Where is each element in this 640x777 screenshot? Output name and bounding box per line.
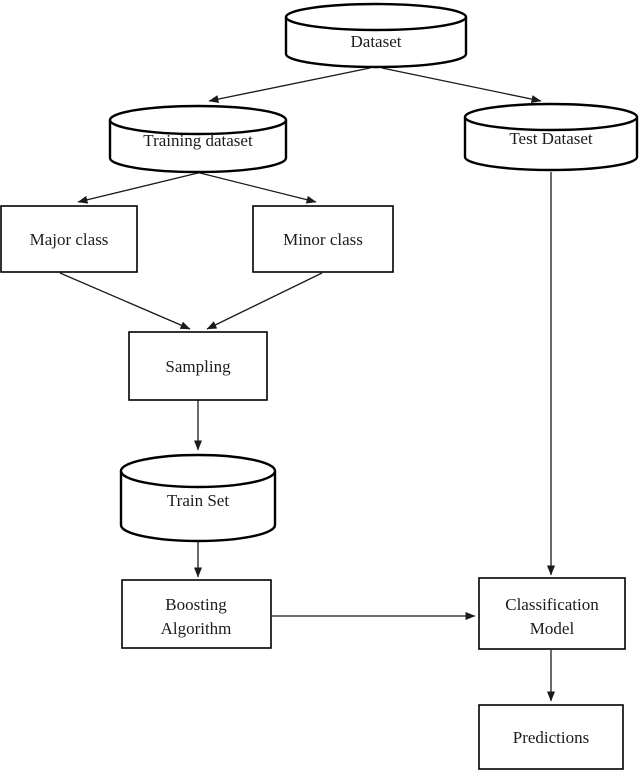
node-minor-class: Minor class bbox=[252, 205, 394, 273]
node-train-set: Train Set bbox=[119, 453, 277, 543]
test-dataset-cylinder-top bbox=[463, 102, 639, 132]
classification-model-box bbox=[478, 577, 626, 650]
node-test-dataset: Test Dataset bbox=[463, 102, 639, 172]
minor-class-box bbox=[252, 205, 394, 273]
node-dataset: Dataset bbox=[284, 2, 468, 69]
major-class-label: Major class bbox=[30, 230, 109, 249]
train-set-label: Train Set bbox=[167, 491, 229, 510]
train-set-cylinder-top bbox=[119, 453, 277, 489]
test-dataset-cylinder-body bbox=[463, 117, 639, 172]
predictions-box bbox=[478, 704, 624, 770]
arrow-dataset-to-training-dataset bbox=[208, 67, 371, 104]
node-major-class: Major class bbox=[0, 205, 138, 273]
node-classification-model: Classification Model bbox=[478, 577, 626, 650]
arrow-training-to-minor-class bbox=[195, 171, 317, 204]
training-dataset-label: Training dataset bbox=[143, 131, 253, 150]
arrow-training-to-major-class bbox=[77, 171, 203, 204]
train-set-cylinder-body bbox=[119, 471, 277, 543]
sampling-label: Sampling bbox=[165, 357, 231, 376]
classification-model-label-line1: Classification bbox=[505, 595, 599, 614]
classification-model-label-line2: Model bbox=[530, 619, 575, 638]
boosting-algorithm-box bbox=[121, 579, 272, 649]
major-class-box bbox=[0, 205, 138, 273]
node-sampling: Sampling bbox=[128, 331, 268, 401]
test-dataset-label: Test Dataset bbox=[509, 129, 593, 148]
arrow-minor-class-to-sampling bbox=[206, 272, 323, 330]
predictions-label: Predictions bbox=[513, 728, 590, 747]
minor-class-label: Minor class bbox=[283, 230, 363, 249]
arrow-major-class-to-sampling bbox=[59, 272, 191, 330]
node-boosting-algorithm: Boosting Algorithm bbox=[121, 579, 272, 649]
node-training-dataset: Training dataset bbox=[108, 104, 288, 174]
node-predictions: Predictions bbox=[478, 704, 624, 770]
edge-group bbox=[59, 67, 555, 702]
training-dataset-cylinder-top bbox=[108, 104, 288, 136]
sampling-box bbox=[128, 331, 268, 401]
arrow-dataset-to-test-dataset bbox=[381, 67, 542, 103]
boosting-algorithm-label-line1: Boosting bbox=[165, 595, 227, 614]
dataset-cylinder-top bbox=[284, 2, 468, 32]
boosting-algorithm-label-line2: Algorithm bbox=[161, 619, 232, 638]
dataset-label: Dataset bbox=[351, 32, 402, 51]
dataset-cylinder-body bbox=[284, 17, 468, 69]
